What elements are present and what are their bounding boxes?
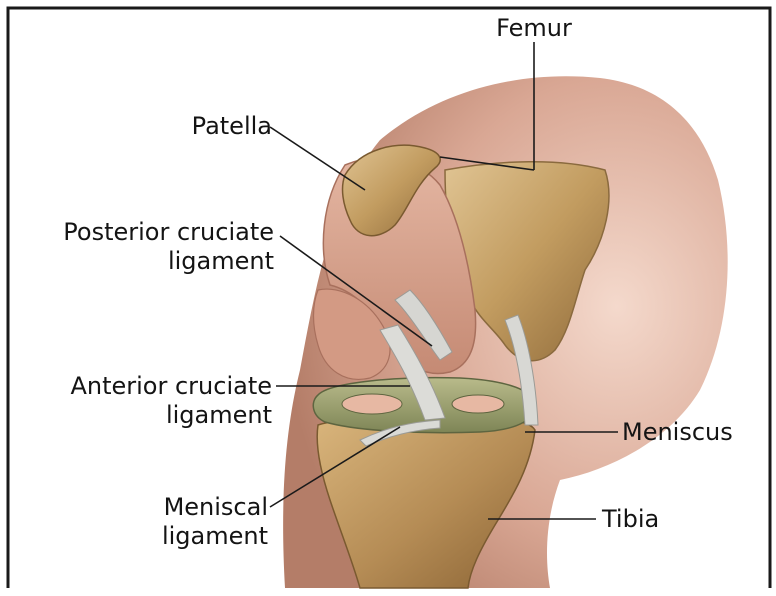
label-anterior-cruciate-ligament: Anterior cruciate ligament [20,372,272,430]
meniscus-inner-left [342,394,402,414]
label-femur: Femur [478,14,590,43]
label-patella: Patella [150,112,272,141]
leader-patella [270,127,365,190]
meniscus-inner-right [452,395,504,413]
label-posterior-cruciate-ligament: Posterior cruciate ligament [20,218,274,276]
label-meniscus: Meniscus [622,418,733,447]
label-tibia: Tibia [602,505,659,534]
label-meniscal-ligament: Meniscal ligament [100,493,268,551]
